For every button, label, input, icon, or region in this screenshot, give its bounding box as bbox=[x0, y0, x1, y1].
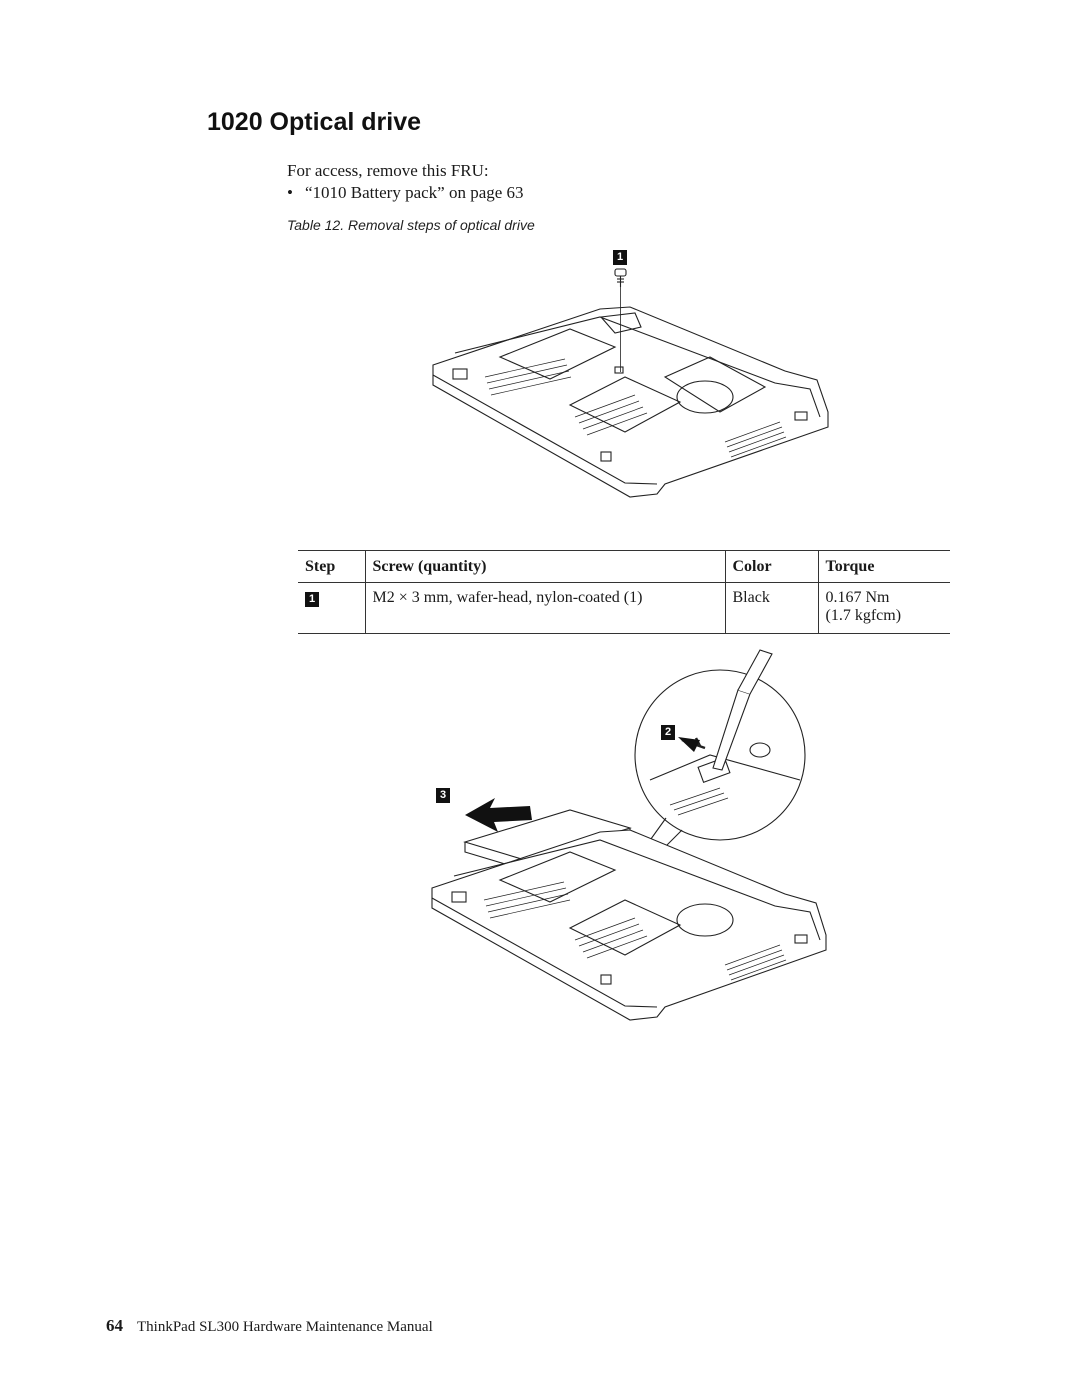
cell-torque: 0.167 Nm (1.7 kgfcm) bbox=[817, 582, 950, 634]
prerequisite-link[interactable]: “1010 Battery pack” on page 63 bbox=[305, 183, 524, 202]
cell-step: 1 bbox=[298, 582, 365, 634]
drive-removal-illustration bbox=[431, 649, 827, 1021]
arrow-2-icon bbox=[678, 737, 700, 752]
callout-3: 3 bbox=[436, 788, 450, 803]
torque-nm: 0.167 Nm bbox=[825, 589, 890, 606]
figure-screw-location: 1 bbox=[425, 247, 835, 517]
figure-drive-removal: 2 3 bbox=[420, 649, 840, 1035]
section-title: 1020 Optical drive bbox=[207, 108, 422, 136]
page-footer: 64 ThinkPad SL300 Hardware Maintenance Ma… bbox=[106, 1316, 433, 1336]
prerequisite-list-item: • “1010 Battery pack” on page 63 bbox=[287, 183, 524, 203]
cell-screw: M2 × 3 mm, wafer-head, nylon-coated (1) bbox=[364, 582, 725, 634]
screw-icon bbox=[614, 268, 627, 372]
col-header-screw: Screw (quantity) bbox=[364, 550, 725, 583]
screwdriver-icon bbox=[712, 649, 773, 771]
table-header-row: Step Screw (quantity) Color Torque bbox=[298, 550, 950, 583]
page-number: 64 bbox=[106, 1316, 123, 1335]
col-header-color: Color bbox=[724, 550, 818, 583]
laptop-bottom-illustration bbox=[432, 268, 829, 498]
col-header-torque: Torque bbox=[817, 550, 950, 583]
callout-1: 1 bbox=[613, 250, 627, 265]
col-header-step: Step bbox=[298, 550, 365, 583]
screw-spec-table: Step Screw (quantity) Color Torque 1 M2 … bbox=[298, 550, 950, 634]
callout-2: 2 bbox=[661, 725, 675, 740]
torque-kgf: (1.7 kgfcm) bbox=[825, 607, 902, 624]
arrow-3-icon bbox=[465, 798, 532, 832]
bullet-marker: • bbox=[287, 183, 293, 202]
step-callout: 1 bbox=[305, 592, 319, 607]
table-row: 1 M2 × 3 mm, wafer-head, nylon-coated (1… bbox=[298, 582, 950, 634]
cell-color: Black bbox=[724, 582, 818, 634]
manual-title: ThinkPad SL300 Hardware Maintenance Manu… bbox=[137, 1319, 433, 1335]
table-caption: Table 12. Removal steps of optical drive bbox=[287, 217, 535, 233]
access-intro: For access, remove this FRU: bbox=[287, 161, 489, 180]
